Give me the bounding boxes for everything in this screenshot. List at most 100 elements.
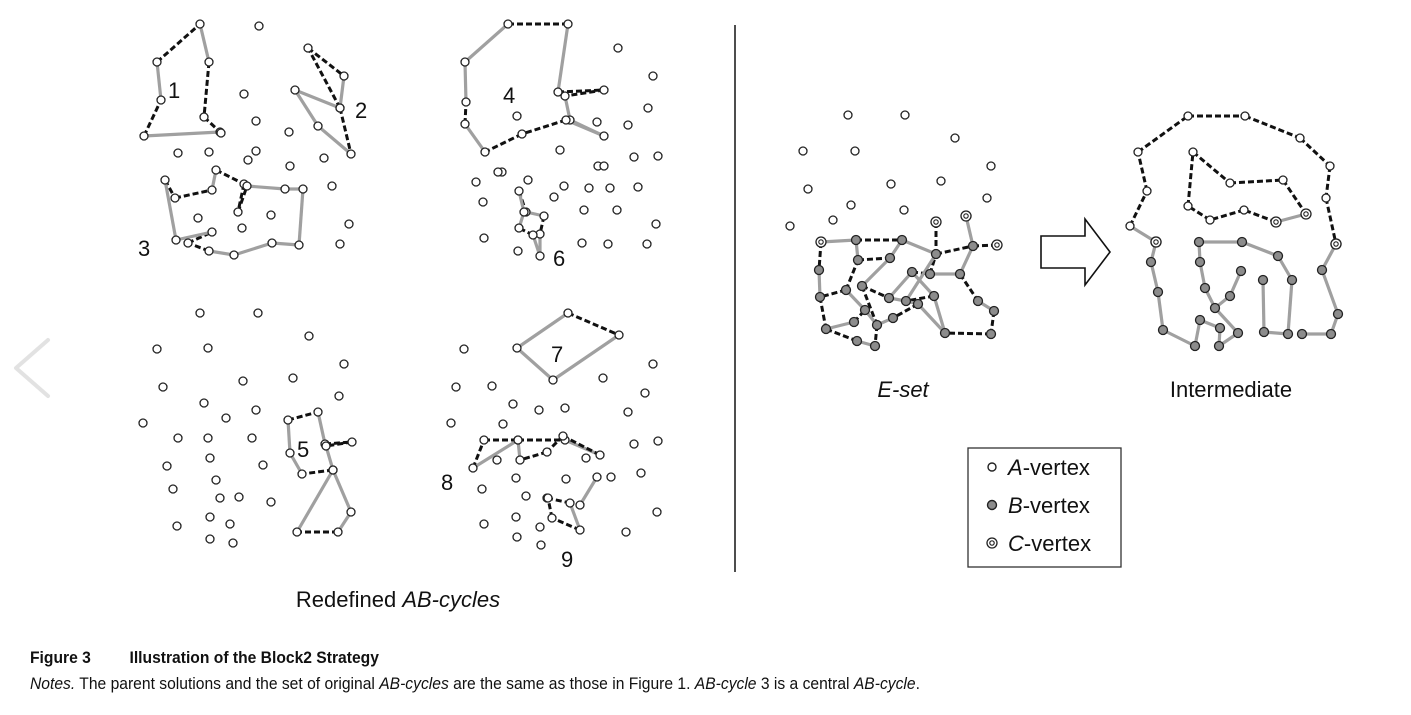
a-vertex: [653, 151, 663, 161]
b-vertex: [848, 316, 860, 328]
a-vertex: [543, 493, 553, 503]
b-vertex: [1232, 327, 1244, 339]
a-vertex: [471, 177, 481, 187]
a-vertex: [560, 91, 570, 101]
a-vertex: [599, 131, 609, 141]
dashed-edge: [844, 259, 860, 291]
dashed-edge: [1281, 179, 1308, 215]
a-vertex: [172, 521, 182, 531]
b-vertex: [871, 319, 883, 331]
a-vertex: [266, 210, 276, 220]
b-vertex: [883, 292, 895, 304]
b-vertex: [967, 240, 979, 252]
a-vertex: [195, 19, 205, 29]
gray-edge: [316, 411, 327, 445]
dashed-edge: [1324, 197, 1338, 245]
a-vertex: [461, 97, 471, 107]
b-vertex: [1214, 322, 1226, 334]
a-vertex: [251, 146, 261, 156]
dashed-edge: [818, 296, 828, 330]
a-vertex: [986, 161, 996, 171]
cycle-number-5: 5: [297, 437, 309, 462]
gray-edge: [552, 333, 620, 382]
a-vertex: [575, 500, 585, 510]
a-vertex: [211, 165, 221, 175]
b-vertex: [1286, 274, 1298, 286]
a-vertex: [493, 167, 503, 177]
a-vertex: [599, 85, 609, 95]
a-vertex: [205, 512, 215, 522]
cycle-number-1: 1: [168, 78, 180, 103]
b-vertex: [1236, 236, 1248, 248]
a-vertex: [243, 155, 253, 165]
a-vertex: [517, 129, 527, 139]
legend-c-vertex: C-vertex: [1008, 531, 1091, 556]
a-vertex: [581, 453, 591, 463]
a-vertex: [313, 407, 323, 417]
b-vertex: [859, 304, 871, 316]
a-vertex: [511, 512, 521, 522]
a-vertex: [173, 433, 183, 443]
a-vertex: [652, 507, 662, 517]
dashed-edge: [156, 22, 201, 64]
a-vertex: [321, 441, 331, 451]
b-vertex: [869, 340, 881, 352]
a-vertex: [1142, 186, 1152, 196]
b-vertex: [1224, 290, 1236, 302]
b-vertex: [924, 268, 936, 280]
dashed-edge: [215, 168, 245, 186]
a-vertex: [152, 344, 162, 354]
e-set-label: E-set: [877, 377, 929, 402]
a-vertex: [203, 343, 213, 353]
a-vertex: [558, 431, 568, 441]
a-vertex: [238, 376, 248, 386]
a-vertex: [468, 463, 478, 473]
cycle-number-8: 8: [441, 470, 453, 495]
a-vertex: [595, 450, 605, 460]
a-vertex: [936, 176, 946, 186]
c-vertex-inner: [1333, 241, 1339, 247]
a-vertex: [648, 359, 658, 369]
a-vertex: [1239, 205, 1249, 215]
b-vertex: [1316, 264, 1328, 276]
b-vertex: [1272, 250, 1284, 262]
gray-edge: [163, 179, 178, 241]
a-vertex: [982, 193, 992, 203]
a-vertex: [225, 519, 235, 529]
a-vertex: [511, 473, 521, 483]
dashed-edge: [287, 410, 319, 422]
b-vertex: [985, 328, 997, 340]
figure-notes: Notes. The parent solutions and the set …: [30, 674, 920, 693]
a-vertex: [290, 85, 300, 95]
b-vertex: [1194, 256, 1206, 268]
b-vertex: [954, 268, 966, 280]
a-vertex: [1321, 193, 1331, 203]
a-vertex: [193, 213, 203, 223]
a-vertex: [640, 388, 650, 398]
a-vertex: [284, 127, 294, 137]
dashed-edge: [1244, 114, 1301, 140]
a-vertex: [294, 240, 304, 250]
a-vertex: [513, 246, 523, 256]
a-vertex: [803, 184, 813, 194]
a-vertex: [592, 472, 602, 482]
dashed-edge: [958, 273, 980, 302]
a-vertex: [563, 308, 573, 318]
chevron-left-icon[interactable]: [8, 336, 52, 400]
gray-edge: [904, 253, 938, 302]
a-vertex: [846, 200, 856, 210]
a-vertex: [304, 331, 314, 341]
a-vertex: [579, 205, 589, 215]
a-vertex: [785, 221, 795, 231]
gray-edge: [901, 238, 937, 256]
a-vertex: [603, 239, 613, 249]
b-vertex: [1199, 282, 1211, 294]
a-vertex: [577, 238, 587, 248]
gray-edge: [463, 123, 487, 153]
dashed-edge: [471, 439, 486, 469]
a-vertex: [160, 175, 170, 185]
a-vertex: [528, 230, 538, 240]
a-vertex: [480, 147, 490, 157]
b-vertex: [896, 234, 908, 246]
